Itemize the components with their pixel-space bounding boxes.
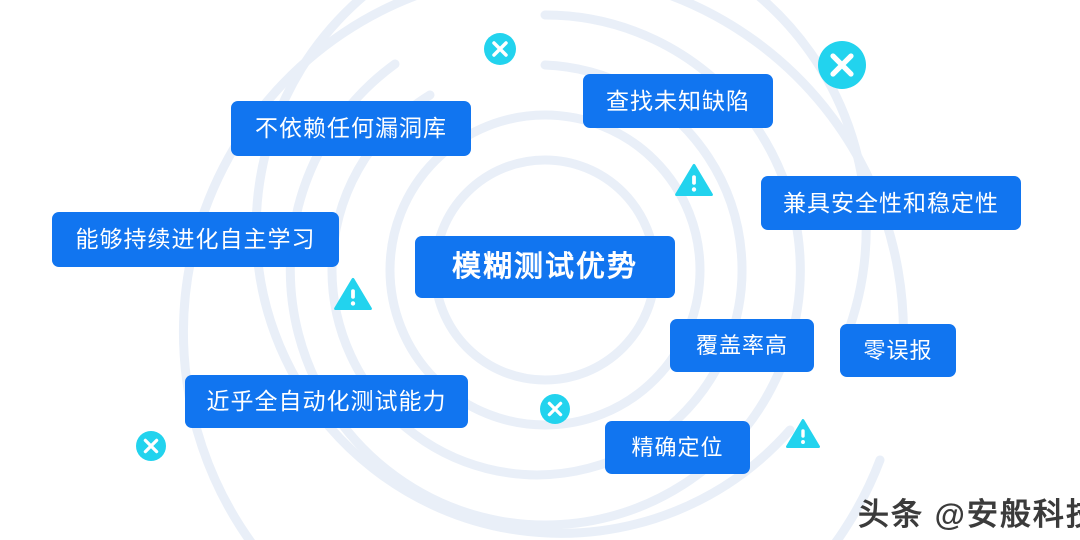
badge-find-unknown-defects[interactable]: 查找未知缺陷: [583, 74, 773, 128]
x-icon-top: [484, 33, 516, 65]
warning-triangle-glyph: [675, 163, 713, 197]
warning-triangle-glyph: [334, 277, 372, 311]
x-icon-top-right: [818, 41, 866, 89]
badge-secure-and-stable[interactable]: 兼具安全性和稳定性: [761, 176, 1021, 230]
x-icon-bottom-left: [136, 431, 166, 461]
badge-label: 零误报: [863, 337, 933, 363]
badge-label: 查找未知缺陷: [606, 87, 750, 114]
badge-high-coverage[interactable]: 覆盖率高: [670, 319, 814, 372]
warning-icon-left: [334, 277, 372, 311]
warning-triangle-glyph: [786, 419, 820, 448]
badge-no-vuln-database[interactable]: 不依赖任何漏洞库: [231, 101, 471, 156]
warning-icon-lower-right: [786, 418, 820, 449]
badge-zero-false-positive[interactable]: 零误报: [840, 324, 956, 377]
badge-label: 能够持续进化自主学习: [75, 226, 316, 252]
badge-label: 覆盖率高: [695, 332, 788, 358]
badge-near-full-automation[interactable]: 近乎全自动化测试能力: [185, 375, 468, 428]
badge-continuous-evolution[interactable]: 能够持续进化自主学习: [52, 212, 339, 267]
close-icon-glyph: [143, 438, 159, 454]
close-icon-glyph: [492, 41, 508, 57]
badge-label: 精确定位: [631, 434, 724, 460]
close-icon-glyph: [547, 401, 563, 417]
badge-label: 近乎全自动化测试能力: [206, 388, 447, 414]
center-badge-label: 模糊测试优势: [451, 250, 638, 283]
close-icon-glyph: [830, 53, 854, 77]
badge-label: 兼具安全性和稳定性: [783, 189, 999, 216]
warning-icon-upper-right: [675, 163, 713, 197]
x-icon-bottom-mid: [540, 394, 570, 424]
watermark-text: 头条 @安般科技: [858, 497, 1080, 532]
watermark: 头条 @安般科技: [858, 489, 1080, 534]
badge-precise-localization[interactable]: 精确定位: [605, 421, 750, 474]
badge-label: 不依赖任何漏洞库: [255, 115, 447, 141]
center-badge[interactable]: 模糊测试优势: [415, 236, 675, 298]
